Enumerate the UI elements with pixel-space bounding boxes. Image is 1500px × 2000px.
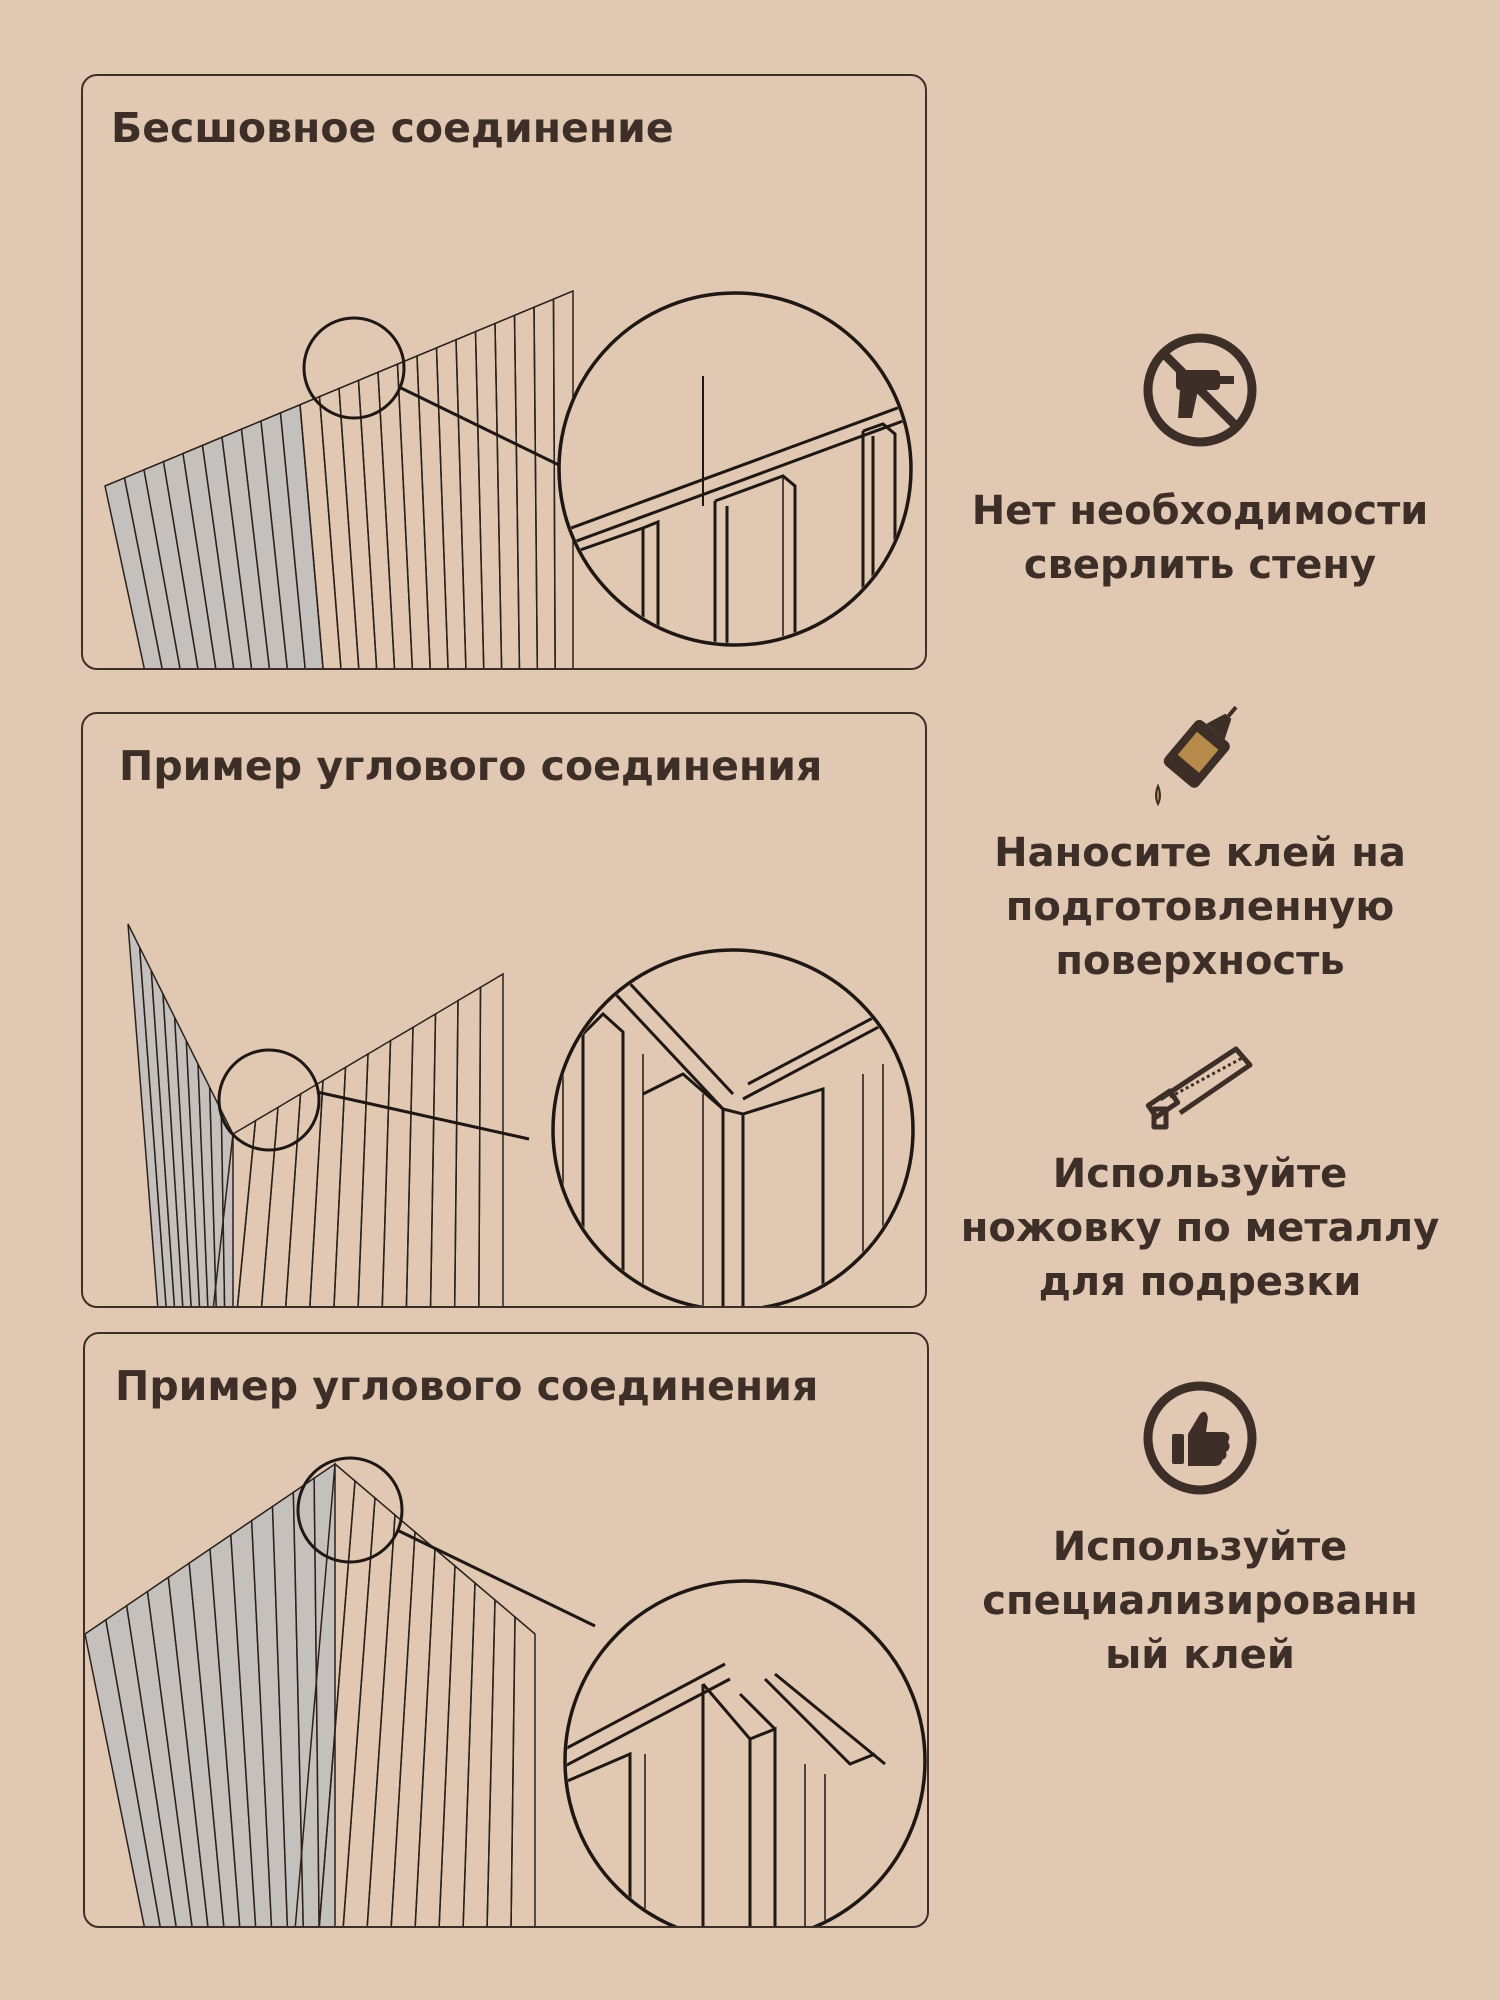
slat [333,1052,369,1306]
feature-use-hacksaw: Используйте ножовку по металлу для подре… [960,1035,1440,1309]
slat [309,1065,347,1306]
slat [104,476,163,668]
panel-corner-joint-1: Пример углового соединения [81,712,927,1308]
slat [143,460,199,668]
slat [209,1533,257,1926]
feature-no-drilling: Нет необходимости сверлить стену [960,330,1440,592]
slat [230,1519,273,1926]
slat [435,338,467,668]
slat [486,1598,516,1926]
slat [127,923,167,1306]
slat [396,354,431,668]
panel-corner-joint-2: Пример углового соединения [83,1332,929,1928]
slat [453,986,482,1306]
slat [162,993,192,1306]
hacksaw-icon [1145,1046,1253,1130]
slat [279,403,324,668]
slat [167,1561,225,1926]
slat [390,1530,436,1926]
no-drill-icon [1143,333,1257,447]
slat [438,1564,476,1926]
slat [173,1016,201,1306]
slat [185,1040,209,1306]
slat [416,346,449,668]
slat [342,1496,396,1926]
slat [381,1025,414,1306]
slat [462,1581,496,1926]
slat [357,371,396,668]
feature-special-glue: Используйте специализированн ый клей [960,1378,1440,1682]
slat [513,306,539,668]
corner-panel-illustration [127,923,915,1306]
slat [162,452,217,668]
feature-text: Наносите клей на подготовленную поверхно… [994,830,1406,984]
slat [414,1547,456,1926]
slat [85,1618,161,1926]
slat [366,1513,416,1926]
slat [208,1086,226,1306]
slat [377,363,414,668]
slat [318,1479,376,1926]
slat [201,436,253,668]
panel-title: Пример углового соединения [115,1362,819,1410]
thumbs-up-icon [1143,1381,1257,1495]
slat [552,289,574,668]
slat [429,999,459,1306]
slat [123,468,181,668]
feature-text: Нет необходимости сверлить стену [971,488,1429,588]
slat [405,1012,437,1306]
wall-panel-illustration [104,289,913,668]
panel-seamless-joint: Бесшовное соединение [81,74,927,670]
slat [338,379,378,668]
slat [212,1119,257,1306]
feature-text: Используйте специализированн ый клей [982,1524,1418,1678]
slat [125,1590,193,1926]
slat [182,444,235,668]
slat [197,1063,217,1306]
slat [146,1576,209,1926]
slat [474,322,503,668]
slat [138,946,176,1306]
slat [150,970,184,1306]
panel-title: Пример углового соединения [119,742,823,790]
slat [188,1547,241,1926]
slat [299,395,342,668]
slat [494,314,521,668]
slat [250,1505,289,1926]
slat [510,1615,536,1926]
slat [478,972,504,1306]
slat [294,1462,356,1926]
slat [313,1462,336,1926]
panel-title: Бесшовное соединение [111,104,674,152]
feature-apply-glue: Наносите клей на подготовленную поверхно… [960,690,1440,988]
slat [240,419,288,668]
slat [236,1105,279,1306]
slat [533,298,556,668]
slat [260,1092,302,1306]
feature-text: Используйте ножовку по металлу для подре… [960,1151,1440,1305]
slat [455,330,485,668]
slat [105,1604,177,1926]
outer-corner-panel-illustration [85,1456,927,1926]
glue-bottle-icon [1155,705,1238,807]
slat [221,428,271,668]
slat [357,1039,392,1306]
slat [318,387,360,668]
slat [260,411,306,668]
